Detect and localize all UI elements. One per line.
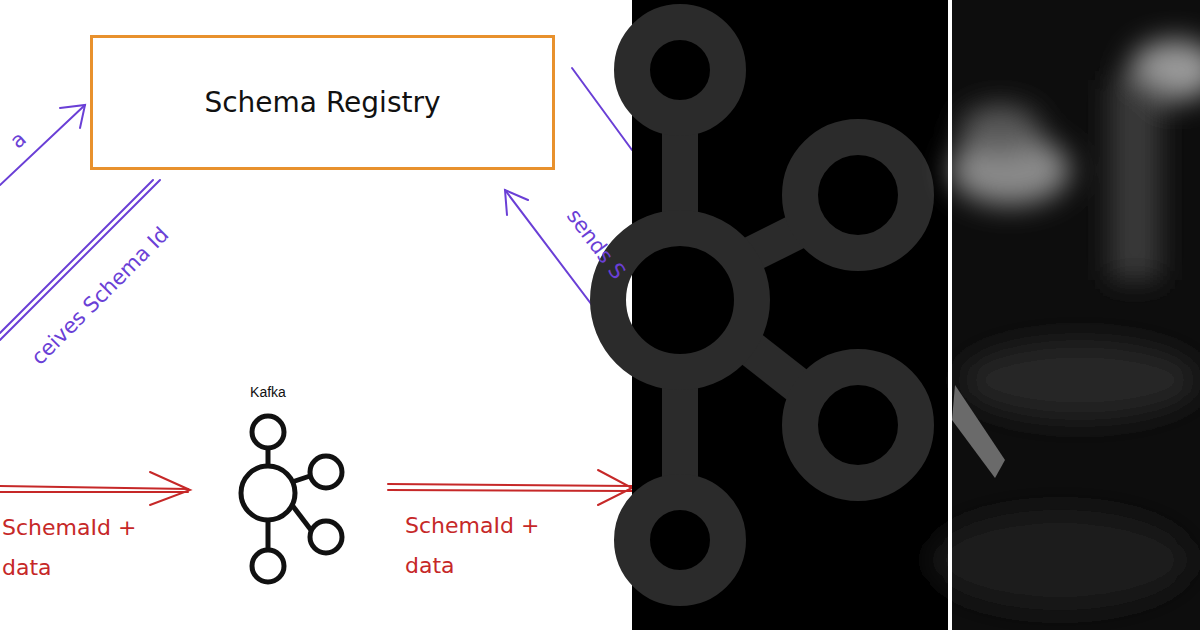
dark-panel [632,0,948,630]
data-label: SchemaId + data [2,508,177,588]
arrow-label: ceives Schema Id [26,222,173,369]
divider [948,0,952,630]
broker-label: Kafka [228,380,308,404]
registry-box: Schema Registry [90,35,555,170]
kafka-logo-large [608,22,916,588]
node-text: Schema Registry [204,86,440,119]
pen-tip [952,385,1005,478]
node-text: Kafka [250,384,286,400]
kafka-logo [241,416,342,582]
data-label: SchemaId + data [405,506,580,586]
blurred-photo [930,40,1200,610]
arrow-label: a [5,127,31,153]
